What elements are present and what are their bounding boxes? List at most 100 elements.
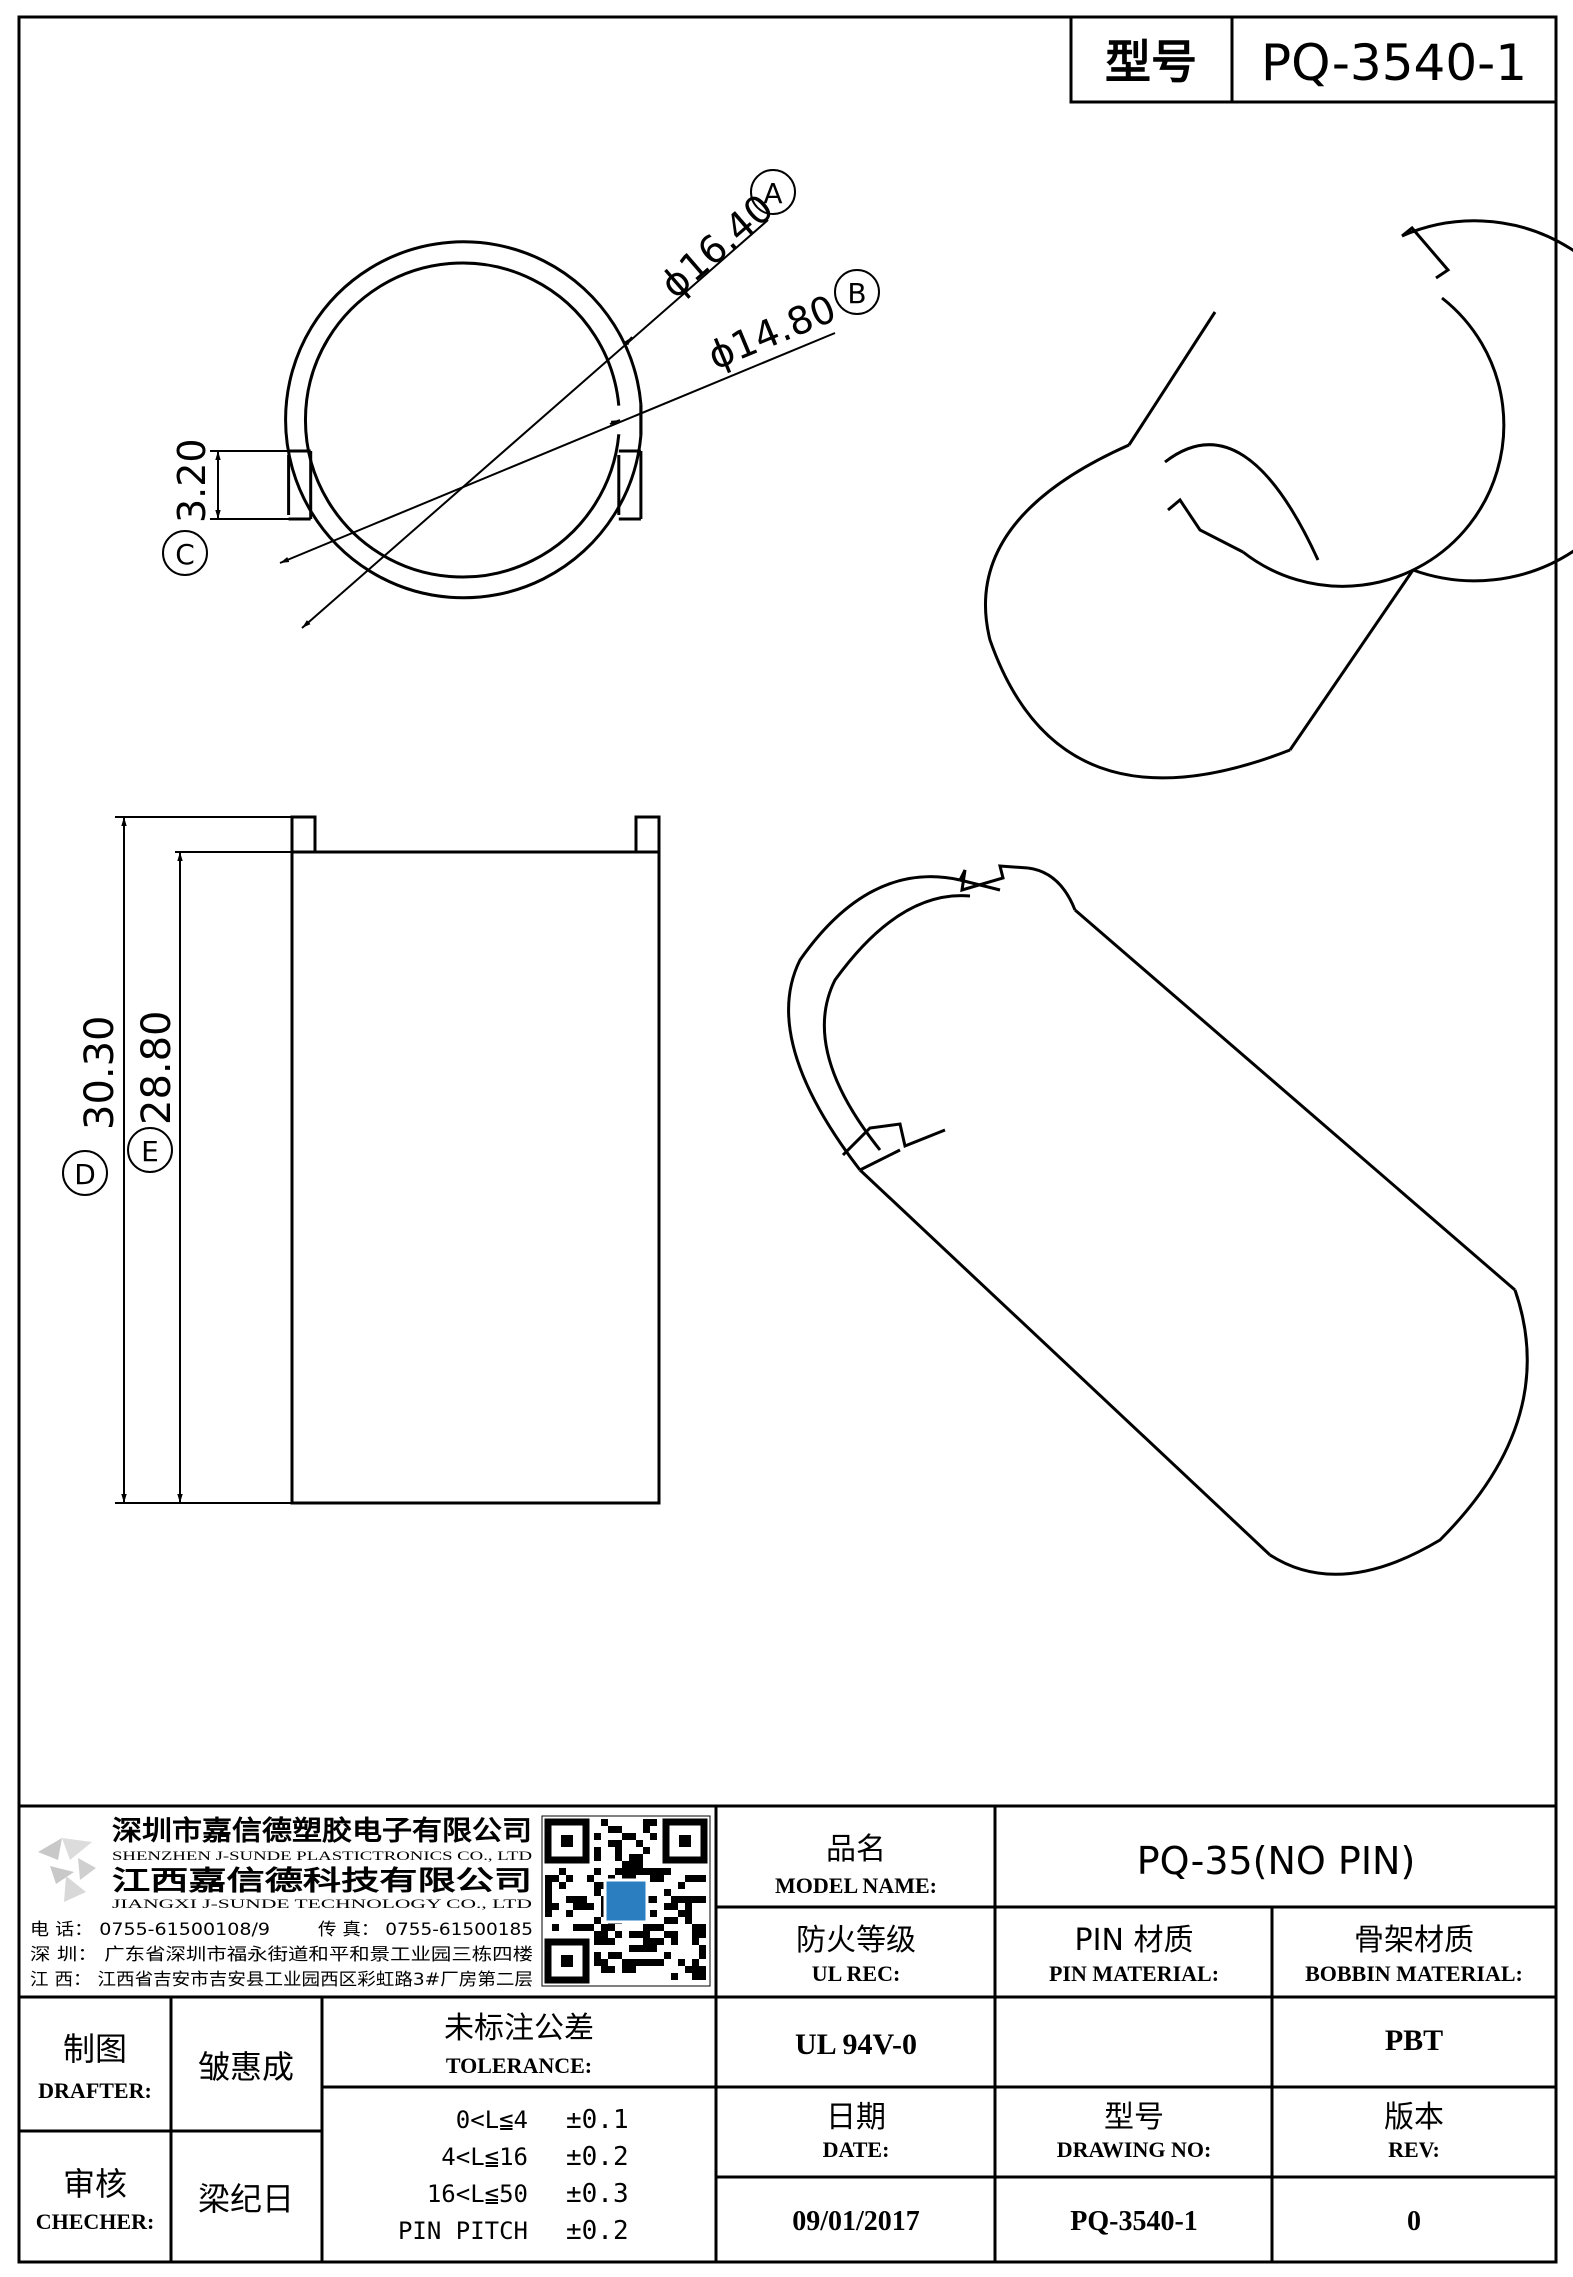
qr-module bbox=[650, 1959, 657, 1966]
qr-module bbox=[629, 1868, 636, 1875]
qr-module bbox=[629, 1931, 636, 1938]
qr-module bbox=[629, 1945, 636, 1952]
qr-module bbox=[594, 1931, 601, 1938]
qr-module bbox=[650, 1896, 657, 1903]
qr-module bbox=[671, 1973, 678, 1980]
tolerance-value: ±0.1 bbox=[566, 2105, 629, 2135]
qr-module bbox=[643, 1826, 650, 1833]
drafter-label-en: DRAFTER: bbox=[38, 2078, 152, 2103]
qr-module bbox=[671, 1938, 678, 1945]
qr-module bbox=[671, 1903, 678, 1910]
qr-module bbox=[678, 1882, 685, 1889]
qr-module bbox=[671, 1931, 678, 1938]
ul-rec-label-en: UL REC: bbox=[812, 1961, 901, 1986]
qr-module bbox=[587, 1903, 594, 1910]
qr-module bbox=[650, 1945, 657, 1952]
qr-module bbox=[692, 1959, 699, 1966]
qr-module bbox=[692, 1966, 699, 1973]
qr-module bbox=[657, 1959, 664, 1966]
qr-module bbox=[657, 1875, 664, 1882]
qr-module bbox=[594, 1959, 601, 1966]
checker-label-cn: 审核 bbox=[63, 2165, 127, 2203]
qr-module bbox=[692, 1973, 699, 1980]
qr-module bbox=[545, 1882, 552, 1889]
company-name-en-2: JIANGXI J-SUNDE TECHNOLOGY CO., LTD bbox=[112, 1896, 532, 1911]
qr-module bbox=[608, 1924, 615, 1931]
qr-module bbox=[629, 1959, 636, 1966]
marker-e bbox=[127, 1127, 173, 1173]
bobbin-material-value: PBT bbox=[1385, 2024, 1443, 2057]
qr-module bbox=[678, 1910, 685, 1917]
qr-module bbox=[699, 1924, 706, 1931]
company-name-en-1: SHENZHEN J-SUNDE PLASTICTRONICS CO., LTD bbox=[112, 1848, 532, 1863]
qr-module bbox=[685, 1910, 692, 1917]
qr-module bbox=[650, 1833, 657, 1840]
qr-module bbox=[545, 1889, 552, 1896]
qr-module bbox=[594, 1847, 601, 1854]
iso-view-lying bbox=[787, 864, 1529, 1576]
bobbin-material-label-en: BOBBIN MATERIAL: bbox=[1305, 1961, 1523, 1986]
qr-module bbox=[643, 1945, 650, 1952]
qr-module bbox=[587, 1924, 594, 1931]
qr-module bbox=[615, 1847, 622, 1854]
qr-module bbox=[622, 1966, 629, 1973]
qr-module bbox=[664, 1917, 671, 1924]
company-name-cn-1: 深圳市嘉信德塑胶电子有限公司 bbox=[112, 1815, 532, 1847]
qr-module bbox=[566, 1910, 573, 1917]
drafter-value: 皱惠成 bbox=[198, 2048, 294, 2086]
qr-module bbox=[657, 1868, 664, 1875]
tolerance-range: 0<L≦4 bbox=[456, 2106, 528, 2134]
qr-module bbox=[643, 1931, 650, 1938]
drafter-label-cn: 制图 bbox=[63, 2030, 127, 2068]
qr-module bbox=[685, 1917, 692, 1924]
qr-module bbox=[699, 1945, 706, 1952]
qr-module bbox=[699, 1875, 706, 1882]
qr-module bbox=[594, 1868, 601, 1875]
date-label-cn: 日期 bbox=[826, 2100, 886, 2135]
qr-module bbox=[671, 1917, 678, 1924]
qr-module bbox=[650, 1924, 657, 1931]
dim-slot-width: 3.20 C bbox=[162, 438, 298, 576]
bobbin-material-label-cn: 骨架材质 bbox=[1354, 1923, 1474, 1958]
qr-module bbox=[573, 1896, 580, 1903]
rev-label-cn: 版本 bbox=[1384, 2100, 1444, 2135]
qr-module bbox=[601, 1966, 608, 1973]
marker-a-label: A bbox=[763, 177, 782, 210]
pin-material-label-en: PIN MATERIAL: bbox=[1049, 1961, 1219, 1986]
qr-module bbox=[643, 1924, 650, 1931]
qr-module bbox=[699, 1896, 706, 1903]
tolerance-label-en: TOLERANCE: bbox=[446, 2053, 592, 2078]
qr-module bbox=[566, 1875, 573, 1882]
qr-module bbox=[664, 1903, 671, 1910]
company-name-cn-2: 江西嘉信德科技有限公司 bbox=[112, 1866, 532, 1897]
qr-module bbox=[580, 1924, 587, 1931]
qr-module bbox=[608, 1840, 615, 1847]
pin-material-label-cn: PIN 材质 bbox=[1075, 1923, 1194, 1958]
ul-rec-label-cn: 防火等级 bbox=[796, 1923, 916, 1958]
tolerance-range: 4<L≦16 bbox=[441, 2143, 528, 2171]
qr-module bbox=[580, 1903, 587, 1910]
qr-module bbox=[650, 1875, 657, 1882]
tolerance-range: 16<L≦50 bbox=[427, 2180, 528, 2208]
qr-module bbox=[692, 1875, 699, 1882]
qr-module bbox=[629, 1861, 636, 1868]
tolerance-range: PIN PITCH bbox=[398, 2217, 528, 2245]
title-block-grid bbox=[19, 1804, 1556, 2262]
label-inner-diameter: ϕ14.80 bbox=[702, 286, 843, 378]
model-name-label-cn: 品名 bbox=[826, 1832, 886, 1867]
qr-module bbox=[594, 1882, 601, 1889]
qr-module bbox=[664, 1868, 671, 1875]
qr-module bbox=[657, 1938, 664, 1945]
qr-module bbox=[601, 1931, 608, 1938]
qr-module bbox=[629, 1833, 636, 1840]
company-logo bbox=[38, 1838, 96, 1902]
qr-module bbox=[594, 1889, 601, 1896]
qr-module bbox=[545, 1875, 552, 1882]
label-height-total: 30.30 bbox=[77, 1015, 123, 1130]
side-view bbox=[290, 815, 661, 1505]
qr-module bbox=[636, 1854, 643, 1861]
qr-module bbox=[685, 1896, 692, 1903]
drawing-no-value: PQ-3540-1 bbox=[1070, 2206, 1198, 2237]
header-model-box: 型号 PQ-3540-1 bbox=[1069, 15, 1558, 104]
qr-module bbox=[559, 1882, 566, 1889]
